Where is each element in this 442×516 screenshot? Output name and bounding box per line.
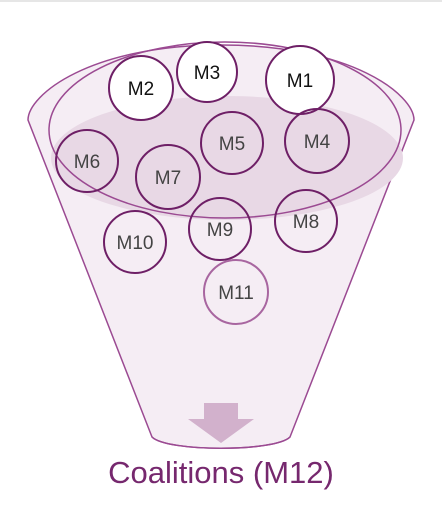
node-m3-circle (176, 41, 238, 103)
node-m3-label: M3 (194, 63, 220, 84)
node-m3: M3 (176, 41, 238, 103)
node-m9-circle (188, 197, 252, 261)
node-m9-label: M9 (207, 220, 233, 241)
node-m1-label: M1 (287, 71, 313, 92)
node-m8-label: M8 (293, 212, 319, 233)
node-m5-label: M5 (219, 134, 245, 155)
node-m1: M1 (265, 45, 335, 115)
node-m10: M10 (103, 210, 167, 274)
node-m2: M2 (108, 55, 174, 121)
funnel-rim-inner (48, 41, 402, 219)
node-m6-circle (55, 129, 119, 193)
node-m11-circle (203, 259, 269, 325)
node-m4-label: M4 (304, 132, 331, 153)
node-m5: M5 (200, 111, 264, 175)
down-arrow-icon (188, 403, 254, 443)
node-m9: M9 (188, 197, 252, 261)
node-m2-label: M2 (128, 79, 154, 100)
node-m11-label: M11 (218, 283, 254, 304)
node-m8: M8 (274, 189, 338, 253)
top-border-line (0, 0, 442, 2)
node-m10-circle (103, 210, 167, 274)
node-m6: M6 (55, 129, 119, 193)
node-m8-circle (274, 189, 338, 253)
node-m7: M7 (135, 144, 201, 210)
node-m4-circle (284, 108, 350, 174)
node-m6-label: M6 (74, 152, 100, 173)
funnel-bottom-lip (151, 436, 291, 449)
node-m5-circle (200, 111, 264, 175)
node-m7-label: M7 (155, 168, 181, 189)
node-m7-circle (135, 144, 201, 210)
node-m4: M4 (284, 108, 350, 174)
funnel-shadow-band (51, 96, 403, 220)
node-m11: M11 (203, 259, 269, 325)
diagram-caption: Coalitions (M12) (108, 455, 334, 490)
node-m10-label: M10 (117, 233, 154, 254)
node-m2-circle (108, 55, 174, 121)
